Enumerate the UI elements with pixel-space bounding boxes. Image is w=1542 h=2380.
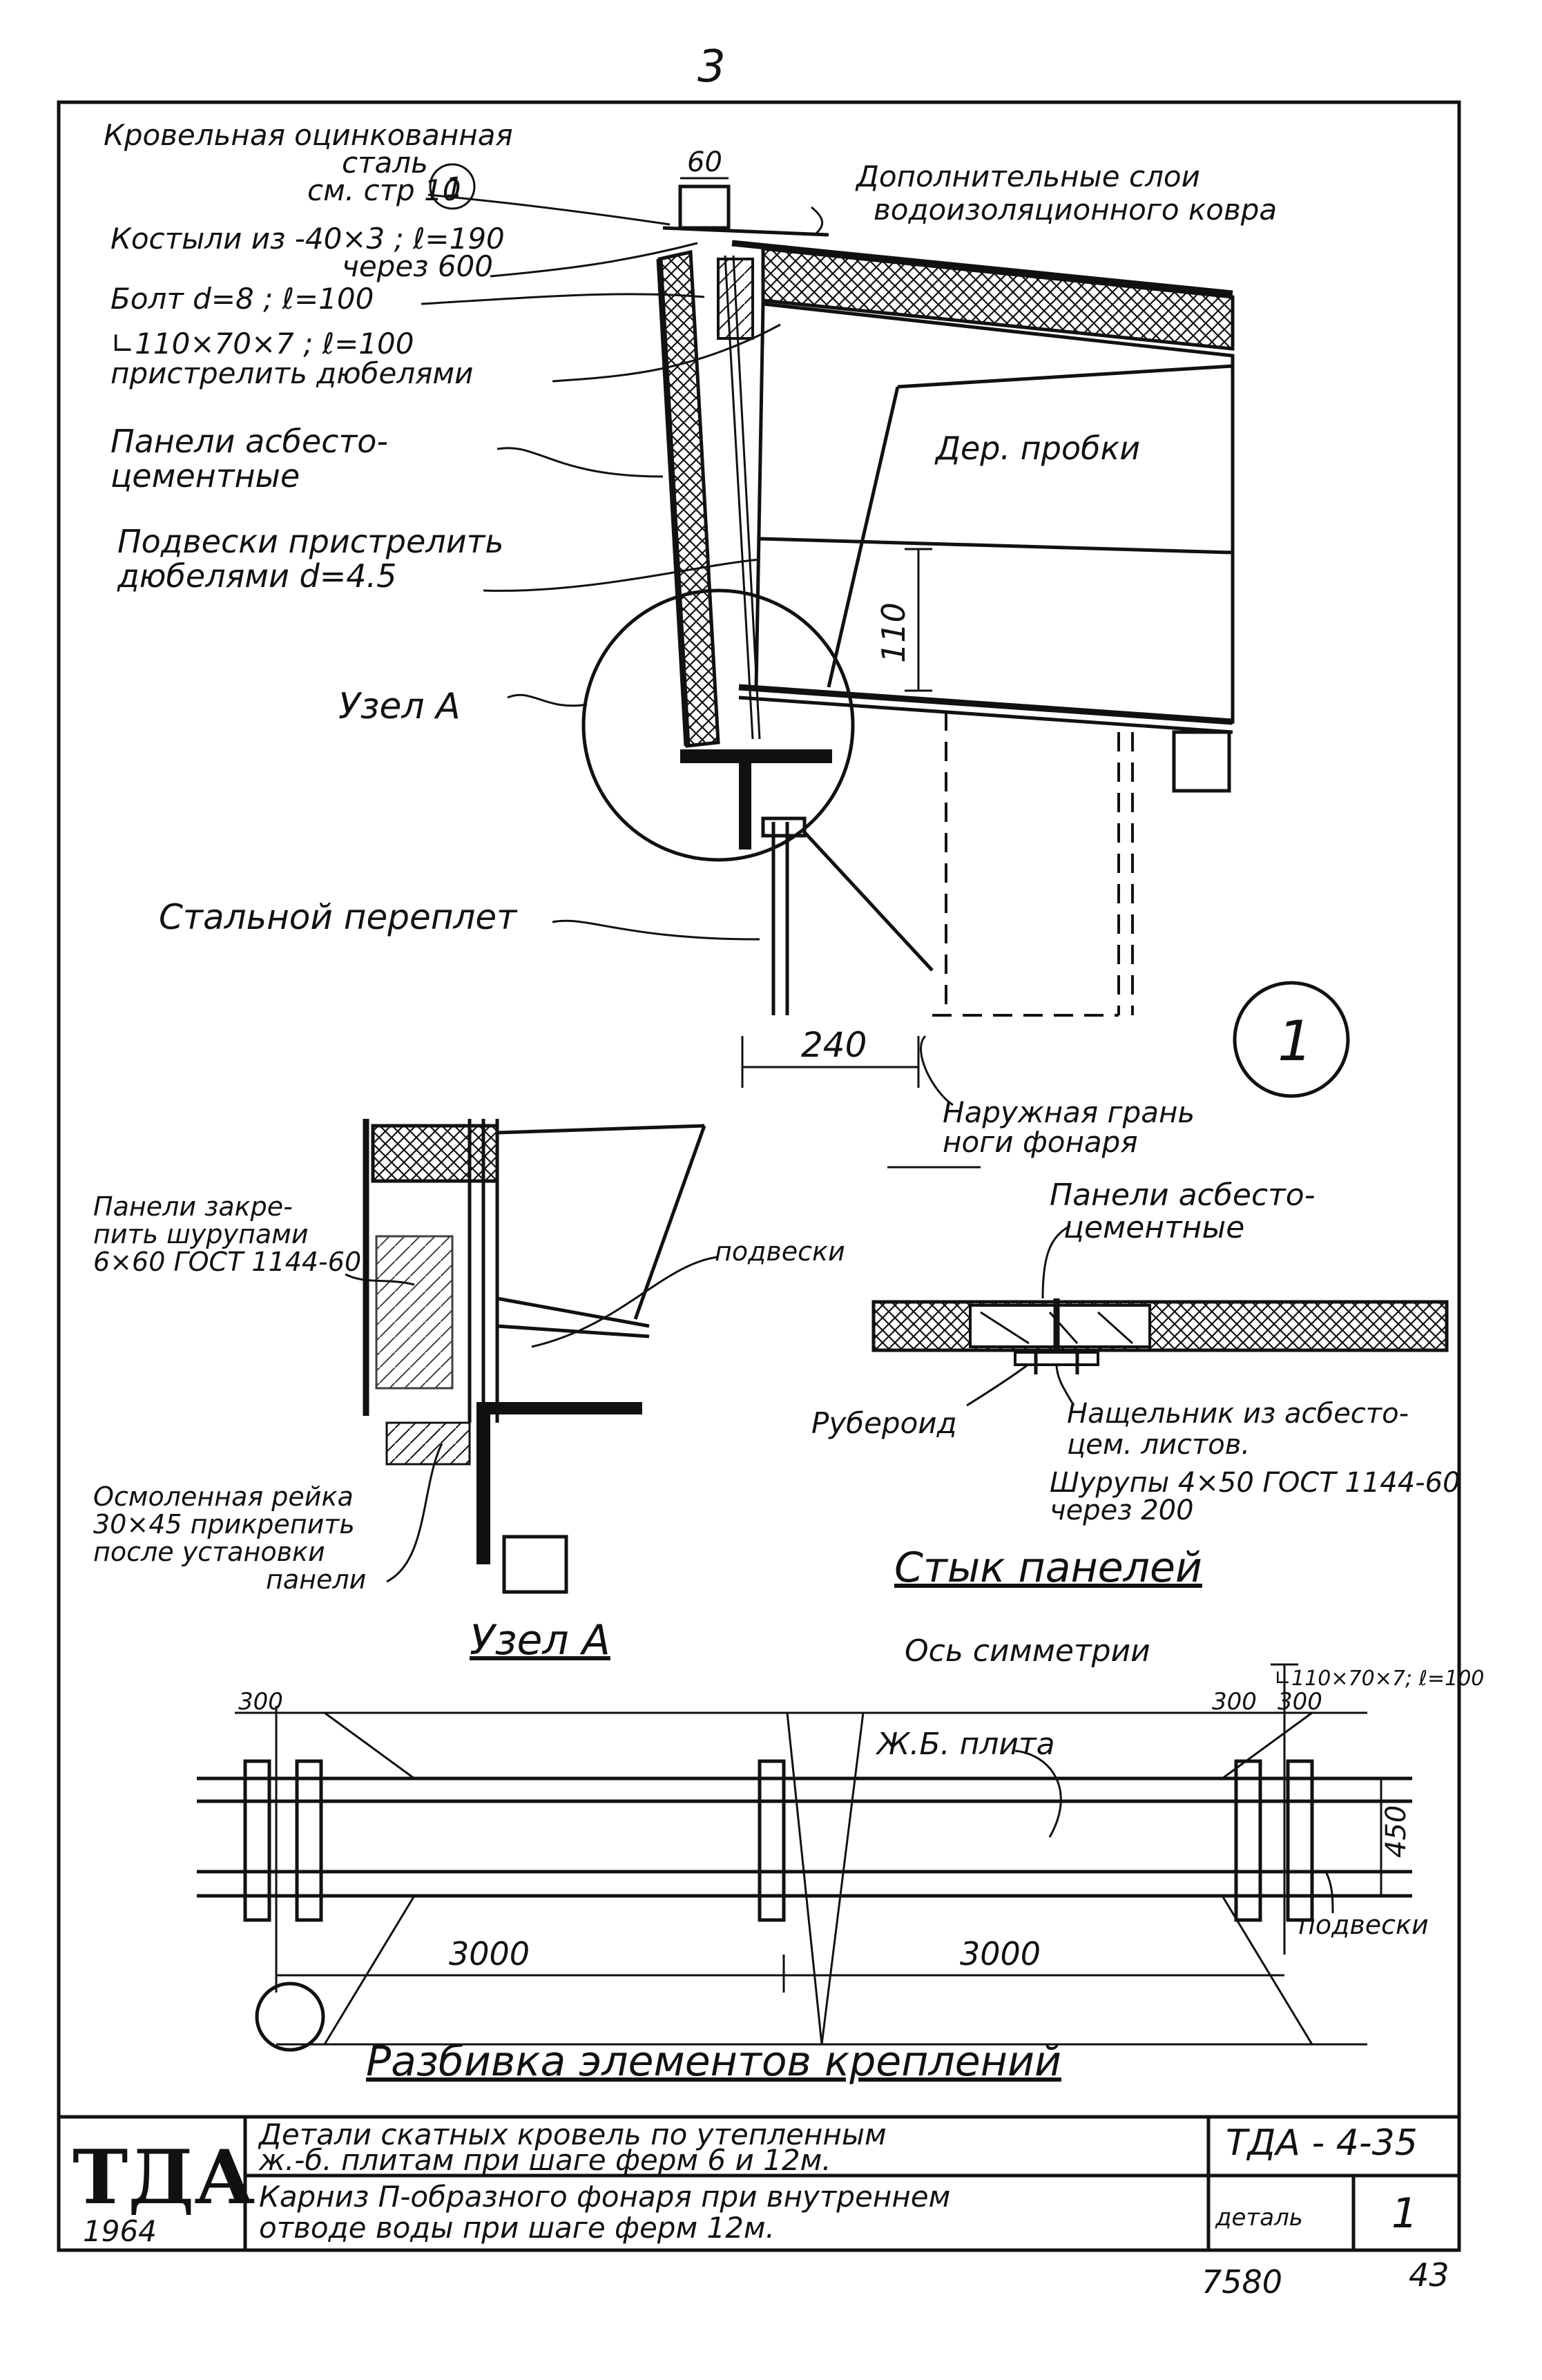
title-year: 1964	[83, 2214, 157, 2248]
layout-title: Разбивка элементов креплений	[366, 2037, 1061, 2086]
label-fasten-2: пить шурупами	[93, 1219, 309, 1249]
node-a-detail	[345, 1119, 719, 1594]
title-desc-1b: ж.-б. плитам при шаге ферм 6 и 12м.	[258, 2143, 831, 2177]
label-screws: Шурупы 4×50 ГОСТ 1144-60	[1050, 1467, 1461, 1499]
dim-300-left: 300	[238, 1688, 283, 1716]
layout-plan	[197, 1663, 1412, 2052]
label-tarred: Осмоленная рейка	[93, 1481, 354, 1512]
wood-block	[717, 258, 754, 340]
label-screws-2: через 200	[1050, 1495, 1194, 1526]
label-node-a-ref: Узел А	[338, 686, 461, 727]
title-detail-no: 1	[1391, 2189, 1418, 2238]
label-batten: Нащельник из асбесто-	[1067, 1398, 1409, 1430]
label-hangers-plan: подвески	[1298, 1910, 1429, 1940]
label-roof-steel-circle: 1	[445, 172, 463, 204]
label-roof-steel-2: сталь	[342, 146, 428, 180]
label-hangers-small: подвески	[715, 1236, 845, 1267]
label-hangers: Подвески пристрелить	[117, 523, 504, 560]
label-rc-slab: Ж.Б. плита	[875, 1727, 1055, 1762]
label-angle: ∟110×70×7 ; ℓ=100	[110, 327, 414, 361]
roof-insulation	[761, 247, 1235, 351]
detail-circle-number: 1	[1278, 1009, 1313, 1073]
label-panels-2: цементные	[110, 457, 300, 495]
title-desc-1a: Детали скатных кровель по утепленным	[258, 2118, 887, 2151]
page-number-top: 3	[697, 41, 726, 93]
title-detail-label: деталь	[1215, 2204, 1303, 2232]
title-block	[59, 2115, 1459, 2250]
dim-3000-right: 3000	[960, 1935, 1041, 1973]
label-extra-layers-2: водоизоляционного ковра	[874, 193, 1277, 227]
joint-title: Стык панелей	[894, 1544, 1202, 1592]
label-ruberoid: Рубероид	[811, 1406, 957, 1440]
label-outer-face-2: ноги фонаря	[943, 1125, 1138, 1159]
title-logo: ТДА	[73, 2134, 255, 2221]
node-a-title: Узел А	[470, 1616, 610, 1664]
title-desc-2a: Карниз П-образного фонаря при внутреннем	[259, 2180, 950, 2214]
label-tarred-3: после установки	[93, 1537, 325, 1567]
label-bolt: Болт d=8 ; ℓ=100	[110, 282, 374, 316]
label-angle-plan: ∟110×70×7; ℓ=100	[1274, 1667, 1484, 1691]
node-a-circle	[581, 588, 855, 862]
label-tarred-2: 30×45 прикрепить	[93, 1509, 355, 1539]
label-wood-plugs: Дер. пробки	[934, 430, 1140, 467]
label-roof-steel: Кровельная оцинкованная	[104, 118, 513, 152]
dim-450: 450	[1380, 1805, 1412, 1858]
label-crutch: Костыли из -40×3 ; ℓ=190	[110, 222, 505, 256]
panel-joint-detail	[871, 1225, 1449, 1407]
footer-page: 43	[1409, 2256, 1449, 2294]
label-crutch-2: через 600	[342, 249, 493, 283]
label-joint-panels: Панели асбесто-	[1050, 1178, 1315, 1213]
label-tarred-4: панели	[266, 1564, 366, 1595]
label-angle-2: пристрелить дюбелями	[110, 356, 473, 390]
label-fasten-3: 6×60 ГОСТ 1144-60	[93, 1247, 361, 1277]
wall-panel	[657, 249, 720, 748]
rc-slab-section	[754, 302, 1235, 724]
sheet-frame	[57, 100, 1461, 2252]
dim-60: 60	[687, 146, 722, 178]
label-joint-panels-2: цементные	[1063, 1210, 1244, 1245]
title-desc-2b: отводе воды при шаге ферм 12м.	[259, 2211, 775, 2245]
dim-300-right: 300	[1278, 1688, 1322, 1716]
main-section: 110 240 60 1	[581, 146, 1350, 1098]
label-outer-face: Наружная грань	[943, 1095, 1195, 1129]
label-extra-layers: Дополнительные слои	[855, 160, 1200, 193]
footer-sheet-ref: 7580	[1202, 2263, 1282, 2301]
label-axis-sym: Ось симметрии	[905, 1633, 1150, 1669]
dim-300-mid: 300	[1212, 1688, 1257, 1716]
label-hangers-2: дюбелями d=4.5	[117, 557, 396, 595]
detail-circle	[1233, 981, 1350, 1098]
main-leaders	[421, 193, 981, 1169]
dim-240: 240	[801, 1025, 867, 1065]
title-code: ТДА - 4-35	[1226, 2122, 1418, 2164]
label-panels: Панели асбесто-	[110, 423, 388, 460]
dim-110: 110	[875, 602, 912, 663]
label-fasten: Панели закре-	[93, 1191, 293, 1222]
label-steel-frame: Стальной переплет	[159, 897, 518, 937]
label-batten-2: цем. листов.	[1067, 1429, 1250, 1461]
dim-3000-left: 3000	[449, 1935, 530, 1973]
